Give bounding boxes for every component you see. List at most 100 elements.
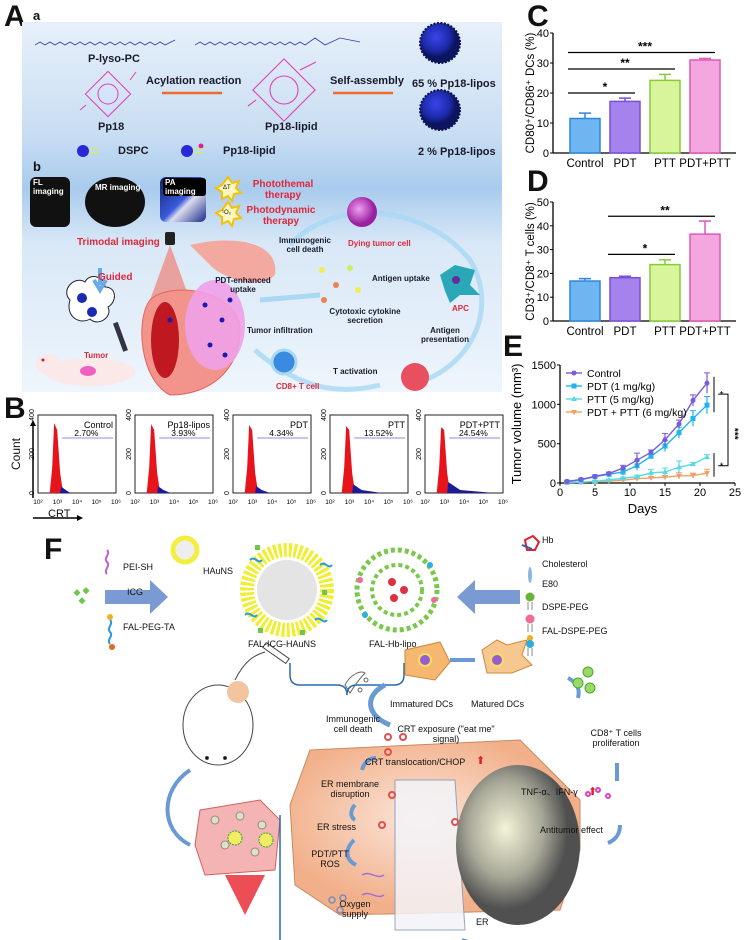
- data-point: [648, 453, 654, 459]
- label-apc: APC: [452, 304, 469, 313]
- y-tick-label: 200: [224, 448, 231, 460]
- data-point: [690, 461, 696, 467]
- bar-pdt-ptt: [689, 59, 721, 154]
- significance-stars: *: [720, 462, 724, 473]
- histogram-red-peak: [49, 423, 64, 493]
- x-tick-label: 10³: [440, 499, 450, 506]
- x-tick-label: 10⁵: [92, 499, 102, 506]
- y-tick-label: 40: [537, 28, 549, 40]
- tumor-cell-cluster: [194, 799, 281, 876]
- label-pp18-lipid-legend: Pp18-lipid: [223, 145, 276, 157]
- data-point: [676, 421, 682, 427]
- category-label: PDT+PTT: [679, 326, 730, 338]
- y-tick-label: 20: [537, 88, 549, 100]
- data-point: [578, 476, 584, 482]
- y-tick-label: 40: [537, 221, 549, 233]
- panel-label-C: C: [527, 0, 549, 33]
- series-control: [564, 372, 710, 484]
- category-label: PDT: [614, 326, 637, 338]
- x-tick-label: 10: [624, 487, 636, 499]
- significance-stars: **: [620, 56, 630, 70]
- y-tick-label: 400: [321, 409, 328, 421]
- bar-pdt: [609, 276, 641, 322]
- mr-imaging-image: MR imaging: [85, 177, 145, 227]
- significance-stars: **: [660, 203, 670, 217]
- y-tick-label: 0: [416, 491, 423, 495]
- y-tick-label: 1500: [532, 360, 556, 372]
- label-cytotoxic-cytokine-secretion: Cytotoxic cytokine secretion: [329, 307, 401, 325]
- data-point: [620, 475, 626, 481]
- y-tick-label: 0: [543, 316, 549, 328]
- y-tick-label: 500: [538, 439, 556, 451]
- y-tick-label: 400: [29, 409, 36, 421]
- x-tick-label: 10⁵: [384, 499, 394, 506]
- y-tick-label: 400: [224, 409, 231, 421]
- data-point: [704, 402, 710, 408]
- label-antigen-uptake: Antigen uptake: [372, 274, 430, 283]
- label-cd8-t-cell: CD8+ T cell: [276, 382, 320, 391]
- label-self-assembly: Self-assembly: [330, 75, 404, 87]
- x-tick-label: 10⁵: [189, 499, 199, 506]
- p-lyso-pc-structure: [34, 39, 176, 46]
- y-tick-label: 10: [537, 292, 549, 304]
- data-point: [634, 473, 640, 479]
- up-arrow-icon-cytokine: ⬆: [588, 786, 598, 798]
- pp18-molecule: [79, 70, 137, 118]
- tumor-arrow: [165, 768, 192, 847]
- legend-label: PDT + PTT (6 mg/kg): [587, 407, 687, 419]
- data-point: [662, 437, 668, 443]
- matured-dc-icon: [481, 639, 533, 674]
- label-hauns: HAuNS: [203, 566, 234, 576]
- label-dying-tumor-cell: Dying tumor cell: [348, 239, 411, 248]
- data-point: [704, 380, 710, 386]
- x-tick-label: 10⁴: [169, 499, 179, 506]
- x-tick-label: 15: [659, 487, 671, 499]
- panel-b-ylabel: Count: [9, 437, 23, 470]
- syringe-outline-icon: [262, 641, 290, 665]
- histogram-title: Control: [84, 420, 113, 430]
- tumor-cell-nucleus: [77, 293, 87, 303]
- bar-ptt: [649, 263, 681, 322]
- data-point: [571, 396, 577, 401]
- label-pdt-enhanced-uptake: PDT-enhanced uptake: [215, 276, 271, 294]
- liposome-2-icon: [419, 89, 461, 131]
- significance-stars: ***: [729, 428, 740, 440]
- gate-percent: 4.34%: [269, 428, 294, 438]
- panel-label-E: E: [503, 330, 524, 363]
- significance-stars: *: [643, 241, 648, 255]
- gate-percent: 2.70%: [74, 428, 99, 438]
- nanoparticle-dots: [167, 297, 233, 358]
- histogram-blue-tail: [447, 482, 495, 493]
- label-immunogenic-cell-death: Immunogenic cell death: [278, 236, 331, 254]
- x-tick-label: 10³: [345, 499, 355, 506]
- y-axis-label: Tumor volume (mm³): [509, 364, 524, 485]
- y-tick-label: 400: [126, 409, 133, 421]
- histogram-title: PDT: [290, 420, 309, 430]
- x-tick-label: 10²: [325, 499, 335, 506]
- y-tick-label: 0: [321, 491, 328, 495]
- data-point: [592, 473, 598, 479]
- legend-label: PDT (1 mg/kg): [587, 381, 655, 393]
- hb-icon: [521, 534, 541, 551]
- label-pp18-lipid: Pp18-lipid: [265, 121, 318, 133]
- label-cholesterol: Cholesterol: [542, 559, 588, 569]
- x-tick-label: 0: [557, 487, 563, 499]
- label-pdt-ptt-ros: PDT/PTT ROS: [311, 849, 349, 869]
- histogram-blue-tail: [157, 486, 171, 493]
- x-tick-label: 10³: [150, 499, 160, 506]
- data-point: [704, 471, 710, 477]
- data-point: [662, 475, 668, 481]
- label-matured-dcs: Matured DCs: [471, 699, 525, 709]
- histogram-blue-tail: [352, 484, 382, 493]
- data-point: [676, 464, 682, 470]
- label-er-membrane-disruption: ER membrane disruption: [320, 779, 380, 799]
- laser-beam: [150, 245, 190, 300]
- guided-arrow: [92, 268, 108, 294]
- singlet-oxygen-label: ¹O₂: [222, 210, 231, 216]
- data-point: [564, 478, 570, 484]
- pa-imaging-label: PA imaging: [163, 178, 206, 196]
- label-hb: Hb: [542, 535, 554, 545]
